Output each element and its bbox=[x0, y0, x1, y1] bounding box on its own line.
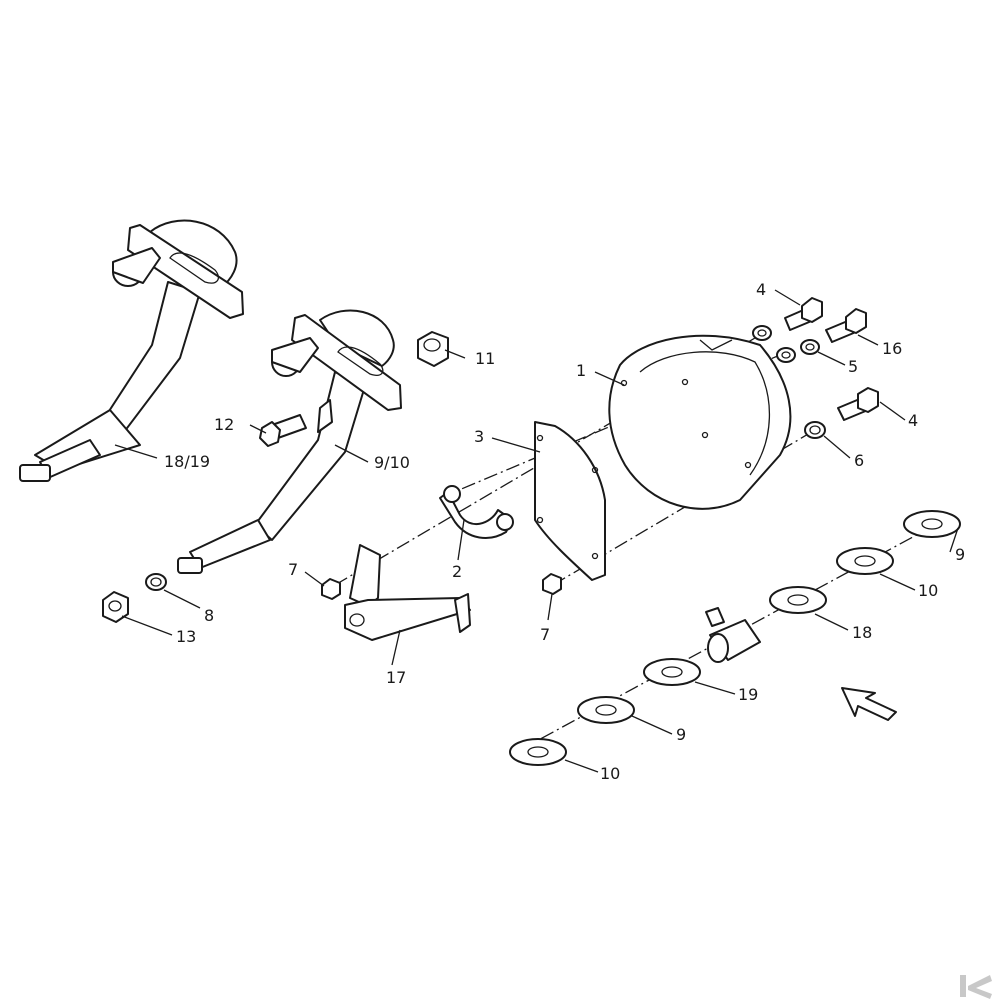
direction-arrow-icon bbox=[841, 687, 897, 721]
washer-5b bbox=[776, 347, 796, 363]
callout-9-bottom: 9 bbox=[676, 725, 686, 744]
callout-3: 3 bbox=[474, 427, 484, 446]
callout-4-lower: 4 bbox=[908, 411, 918, 430]
bracket-17 bbox=[344, 544, 471, 641]
bolt-4-upper bbox=[784, 297, 823, 331]
washer-9-top bbox=[903, 510, 961, 538]
washer-19 bbox=[643, 658, 701, 686]
clamp-2 bbox=[439, 485, 514, 539]
bolt-12 bbox=[259, 414, 307, 447]
brand-logo-icon bbox=[960, 975, 992, 999]
plate-3 bbox=[534, 421, 606, 581]
callout-8: 8 bbox=[204, 606, 214, 625]
washer-5 bbox=[800, 339, 820, 355]
callout-10-bottom: 10 bbox=[600, 764, 620, 783]
nut-13 bbox=[102, 591, 129, 623]
callout-9-top: 9 bbox=[955, 545, 965, 564]
callout-19: 19 bbox=[738, 685, 758, 704]
callout-2: 2 bbox=[452, 562, 462, 581]
shield-ring-1 bbox=[608, 334, 792, 510]
washer-18 bbox=[769, 586, 827, 614]
callout-16: 16 bbox=[882, 339, 902, 358]
callout-11: 11 bbox=[475, 349, 495, 368]
callout-17: 17 bbox=[386, 668, 406, 687]
callout-7-right: 7 bbox=[540, 625, 550, 644]
nut-7-left bbox=[321, 578, 341, 600]
callout-7-left: 7 bbox=[288, 560, 298, 579]
washer-8 bbox=[145, 573, 167, 591]
callout-13: 13 bbox=[176, 627, 196, 646]
washer-10-top bbox=[836, 547, 894, 575]
callout-10-top: 10 bbox=[918, 581, 938, 600]
washer-6 bbox=[804, 421, 826, 439]
bolt-16 bbox=[825, 308, 867, 343]
callout-18: 18 bbox=[852, 623, 872, 642]
callout-1: 1 bbox=[576, 361, 586, 380]
washer-upper bbox=[752, 325, 772, 341]
washer-10-bottom bbox=[509, 738, 567, 766]
washer-stack bbox=[509, 510, 961, 766]
nut-7-right bbox=[542, 573, 562, 595]
pedal-arm-18-19 bbox=[19, 219, 244, 482]
callout-5: 5 bbox=[848, 357, 858, 376]
callout-12: 12 bbox=[214, 415, 234, 434]
bolt-4-lower bbox=[837, 387, 879, 421]
callout-18-19: 18/19 bbox=[164, 452, 210, 471]
callout-9-10: 9/10 bbox=[374, 453, 410, 472]
callouts: 1 2 3 4 4 5 6 7 7 8 9 9 9/10 10 10 11 12… bbox=[164, 280, 965, 783]
bushing-19 bbox=[705, 607, 761, 663]
nut-11 bbox=[417, 331, 449, 367]
callout-4-upper: 4 bbox=[756, 280, 766, 299]
washer-9-bottom bbox=[577, 696, 635, 724]
callout-6: 6 bbox=[854, 451, 864, 470]
leader-lines bbox=[114, 289, 959, 773]
pedal-arm-9-10 bbox=[177, 309, 402, 574]
